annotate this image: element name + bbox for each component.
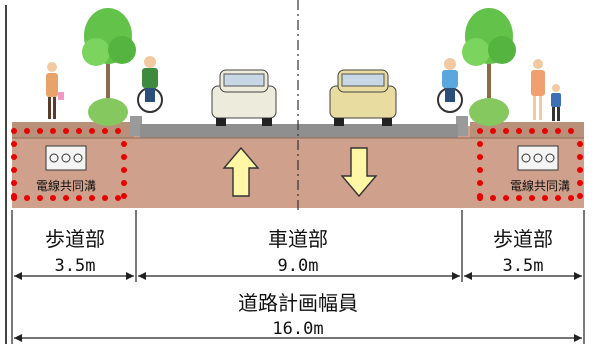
arrow-down-icon: [340, 147, 378, 198]
conduit-dot: [50, 128, 56, 134]
conduit-dot: [37, 128, 43, 134]
conduit-dot: [477, 180, 483, 186]
sidewalk-left-surface: [12, 122, 134, 138]
conduit-dot: [568, 195, 574, 201]
conduit-dot: [577, 141, 583, 147]
tree-right-icon: [462, 8, 516, 126]
conduit-label-right: 電線共同溝: [510, 178, 570, 193]
conduit-dot: [63, 128, 69, 134]
conduit-dot: [121, 154, 127, 160]
conduit-dot: [516, 195, 522, 201]
conduit-dot: [11, 167, 17, 173]
conduit-dot: [102, 128, 108, 134]
conduit-dot: [542, 195, 548, 201]
section-width-right: 3.5m: [503, 256, 544, 276]
conduit-dot: [37, 195, 43, 201]
conduit-dot: [529, 195, 535, 201]
road-surface: [140, 124, 458, 138]
conduit-dot: [89, 195, 95, 201]
conduit-dot: [102, 195, 108, 201]
conduit-dot: [503, 128, 509, 134]
total-label: 道路計画幅員: [238, 291, 358, 315]
conduit-dot: [568, 128, 574, 134]
section-width-center: 9.0m: [278, 256, 319, 276]
conduit-dot: [76, 195, 82, 201]
conduit-dot: [89, 128, 95, 134]
dimension-lines: [11, 210, 585, 344]
conduit-dot: [24, 128, 30, 134]
conduit-dot: [477, 193, 483, 199]
conduit-dot: [50, 195, 56, 201]
conduit-dot: [11, 180, 17, 186]
conduit-box-right: [517, 145, 559, 171]
conduit-dot: [503, 195, 509, 201]
section-label-center: 車道部: [268, 227, 328, 251]
conduit-dot: [490, 195, 496, 201]
conduit-dot: [121, 141, 127, 147]
conduit-dot: [115, 128, 121, 134]
conduit-dot: [577, 167, 583, 173]
conduit-dot: [577, 180, 583, 186]
conduit-dot: [11, 141, 17, 147]
curb-right: [456, 116, 468, 136]
cyclist-right-icon: [437, 58, 463, 113]
conduit-dot: [477, 167, 483, 173]
conduit-dot: [76, 128, 82, 134]
curb-left: [130, 116, 142, 136]
section-width-left: 3.5m: [55, 256, 96, 276]
conduit-dot: [516, 128, 522, 134]
conduit-dot: [11, 193, 17, 199]
conduit-dot: [477, 141, 483, 147]
conduit-dot: [542, 128, 548, 134]
conduit-box-left: [45, 145, 87, 171]
sidewalk-right-surface: [470, 122, 584, 138]
conduit-dot: [529, 128, 535, 134]
conduit-dot: [115, 195, 121, 201]
conduit-dot: [490, 128, 496, 134]
tree-left-icon: [82, 8, 136, 126]
dimension-arrowheads: [14, 272, 582, 342]
conduit-label-left: 電線共同溝: [36, 178, 96, 193]
conduit-dot: [11, 128, 17, 134]
conduit-dot: [477, 128, 483, 134]
car-right-icon: [329, 69, 397, 126]
pedestrian-right-child-icon: [551, 84, 561, 121]
pedestrian-right-mother-icon: [531, 59, 545, 120]
conduit-boundary-right: [477, 128, 583, 201]
conduit-dot: [121, 193, 127, 199]
conduit-dot: [577, 193, 583, 199]
pedestrian-left-icon: [46, 62, 64, 119]
section-label-right: 歩道部: [493, 227, 553, 251]
arrow-up-icon: [222, 146, 260, 197]
conduit-dot: [555, 195, 561, 201]
conduit-boundary-left: [11, 128, 127, 201]
conduit-dot: [63, 195, 69, 201]
cyclist-left-icon: [137, 56, 163, 113]
conduit-dot: [11, 154, 17, 160]
conduit-dot: [121, 180, 127, 186]
section-label-left: 歩道部: [45, 227, 105, 251]
conduit-dot: [24, 195, 30, 201]
car-left-icon: [211, 69, 277, 126]
conduit-dot: [121, 167, 127, 173]
conduit-dot: [477, 154, 483, 160]
conduit-dot: [577, 154, 583, 160]
total-width: 16.0m: [272, 319, 323, 339]
conduit-dot: [555, 128, 561, 134]
